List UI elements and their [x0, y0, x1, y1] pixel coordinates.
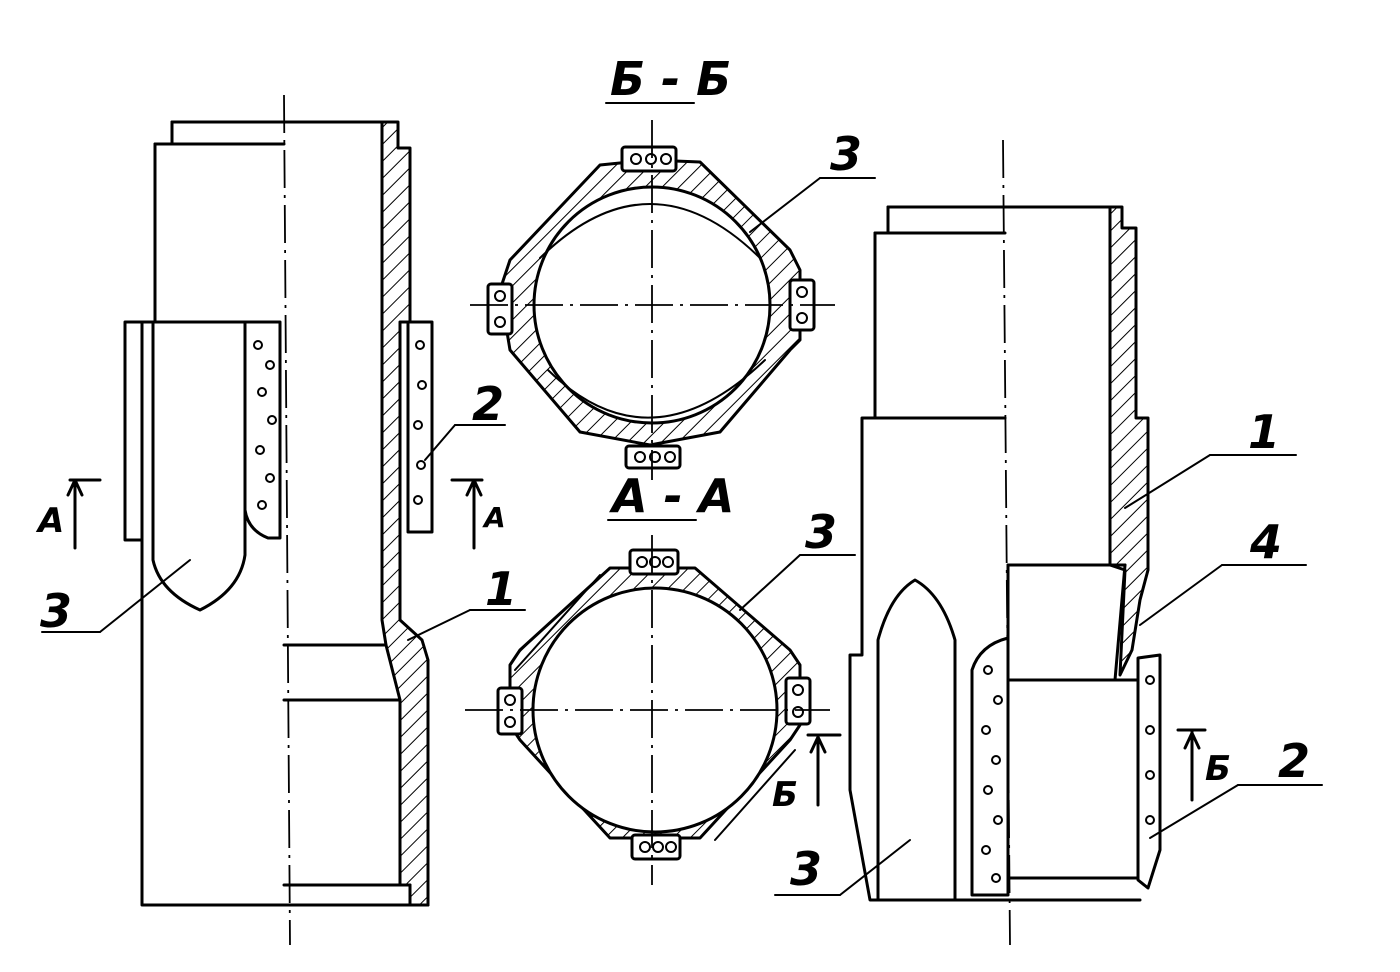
- insert-bb-top: [620, 145, 678, 173]
- svg-text:А: А: [482, 501, 506, 534]
- svg-text:Б: Б: [1205, 749, 1231, 789]
- section-mark-A-left: А: [35, 478, 102, 550]
- label-1-right: 1: [1248, 405, 1280, 459]
- insert-dots-left: [253, 340, 277, 510]
- insert-aa-top: [628, 548, 680, 576]
- label-2-left: 2: [472, 377, 504, 431]
- insert-strip-left: [243, 320, 282, 540]
- section-mark-B-right: Б: [1176, 728, 1231, 802]
- insert-bb-bottom: [624, 444, 682, 470]
- svg-text:Б: Б: [772, 775, 798, 815]
- section-mark-A-right: А: [450, 478, 506, 550]
- insert-aa-right: [784, 676, 812, 726]
- label-3-bb: 3: [830, 127, 862, 181]
- blade-3-left: [151, 320, 247, 612]
- label-3-left: 3: [40, 584, 72, 638]
- insert-strip-side-left: [406, 320, 434, 534]
- insert-right-edge-dots: [1145, 675, 1155, 825]
- section-aa-view: А - А 3 Б: [465, 469, 856, 885]
- section-bb-title: Б - Б: [610, 52, 731, 106]
- svg-text:А: А: [35, 501, 64, 541]
- insert-bb-left: [486, 282, 514, 336]
- insert-aa-bottom: [630, 833, 682, 861]
- section-mark-B-aa: Б: [772, 733, 842, 815]
- section-bb-view: Б - Б 3: [470, 52, 876, 480]
- section-aa-title: А - А: [609, 469, 734, 523]
- left-assembly-view: 3 2 1 А А: [35, 94, 526, 946]
- label-1-left: 1: [485, 562, 517, 616]
- label-3-right: 3: [790, 842, 822, 896]
- label-4-right: 4: [1249, 515, 1282, 569]
- label-2-right: 2: [1278, 734, 1310, 788]
- blade-3-right: [876, 578, 957, 902]
- insert-side-dots-left: [413, 340, 427, 505]
- left-centerline: [283, 94, 291, 946]
- right-assembly-view: 1 4 2 3 Б: [774, 139, 1323, 946]
- insert-aa-left: [496, 686, 524, 736]
- label-3-aa: 3: [805, 505, 837, 559]
- insert-strip-right: [970, 636, 1010, 897]
- insert-dots-right: [981, 665, 1003, 883]
